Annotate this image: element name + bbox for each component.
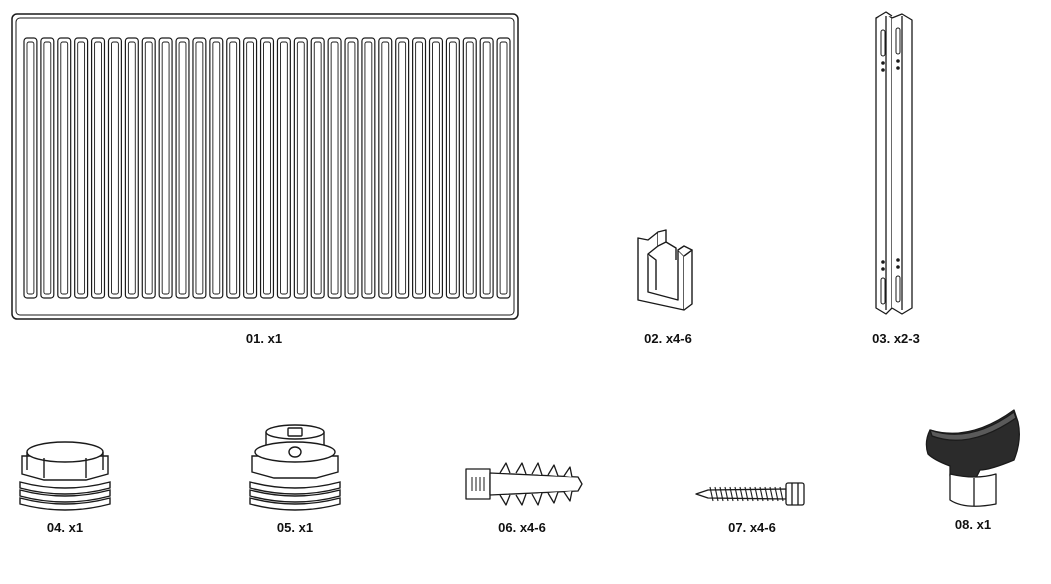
part-label: 02. x4-6 — [644, 331, 692, 346]
radiator-channel — [445, 37, 460, 299]
radiator-channel-inner — [398, 41, 407, 295]
part-03: 03. x2-3 — [840, 8, 960, 353]
part-05: 05. x1 — [240, 420, 350, 540]
radiator-channel — [428, 37, 444, 299]
wall-plug-icon — [465, 462, 583, 506]
radiator-channel-inner — [127, 41, 136, 295]
radiator-channel — [259, 37, 275, 299]
radiator-channel-inner — [381, 41, 390, 295]
radiator-channel-inner — [296, 41, 305, 295]
part-07: 07. x4-6 — [690, 472, 820, 542]
screw-thread — [779, 486, 784, 502]
radiator-channel-inner — [178, 41, 187, 295]
radiator-channel — [479, 37, 494, 299]
part-label: 04. x1 — [46, 520, 84, 535]
radiator-channel — [23, 37, 38, 299]
screw-thread — [709, 486, 714, 502]
radiator-channel — [192, 37, 207, 299]
radiator-channel-inner — [229, 41, 238, 295]
air-vent-plug-icon — [249, 424, 341, 511]
radiator-channel — [378, 37, 393, 299]
part-02: 02. x4-6 — [600, 220, 740, 350]
spacer-clip-icon — [637, 229, 693, 311]
radiator-channel — [124, 37, 139, 299]
radiator-channel-inner — [111, 41, 119, 295]
radiator-channel-inner — [347, 41, 356, 295]
screw-thread — [774, 486, 779, 502]
radiator-channel-inner — [465, 41, 474, 295]
radiator-channel — [310, 37, 325, 299]
radiator-channel-inner — [415, 41, 423, 295]
radiator-channel — [40, 37, 55, 299]
part-label: 06. x4-6 — [498, 520, 546, 535]
radiator-channel — [462, 37, 477, 299]
radiator-channel — [412, 37, 427, 299]
radiator-channel — [141, 37, 156, 299]
screw-thread — [744, 486, 749, 502]
radiator-channel — [107, 37, 122, 299]
screw-thread — [749, 486, 754, 502]
screw-thread — [714, 486, 719, 502]
radiator-channel — [209, 37, 224, 299]
radiator-channel-inner — [330, 41, 339, 295]
part-label: 07. x4-6 — [728, 520, 776, 535]
radiator-channel-inner — [195, 41, 204, 295]
radiator-channel-inner — [364, 41, 373, 295]
radiator-channel-inner — [60, 41, 69, 295]
radiator-channel-inner — [499, 41, 508, 295]
screw-thread — [759, 486, 764, 502]
radiator-channel-inner — [313, 41, 322, 295]
part-06: 06. x4-6 — [460, 455, 590, 545]
radiator-channel — [496, 37, 511, 299]
radiator-channel-inner — [94, 41, 102, 295]
radiator-channel-inner — [246, 41, 255, 295]
screw-thread — [734, 486, 739, 502]
radiator-channel — [293, 37, 308, 299]
screw-icon — [695, 482, 805, 506]
radiator-channel — [175, 37, 190, 299]
part-label: 01. x1 — [245, 331, 283, 346]
part-label: 03. x2-3 — [872, 331, 920, 346]
screw-thread — [724, 486, 729, 502]
radiator-channel-inner — [26, 41, 35, 295]
screw-thread — [754, 486, 759, 502]
radiator-channel-inner — [212, 41, 221, 295]
radiator-channel — [276, 37, 291, 299]
radiator-channel — [395, 37, 410, 299]
bleed-key-icon — [925, 409, 1020, 507]
radiator-channel-inner — [263, 41, 271, 295]
screw-thread — [729, 486, 734, 502]
screw-thread — [769, 486, 774, 502]
radiator-channel — [243, 37, 258, 299]
mounting-bracket-icon — [875, 11, 913, 315]
screw-thread — [739, 486, 744, 502]
part-01: 01. x1 — [0, 0, 530, 350]
radiator-channel — [344, 37, 359, 299]
radiator-channel — [74, 37, 89, 299]
radiator-channel-inner — [144, 41, 153, 295]
radiator-channel-inner — [448, 41, 457, 295]
blanking-plug-icon — [19, 441, 111, 511]
radiator-channel-inner — [77, 41, 86, 295]
radiator-channel-inner — [43, 41, 52, 295]
radiator-panel-icon — [11, 13, 519, 320]
radiator-channel — [327, 37, 342, 299]
radiator-channel — [90, 37, 106, 299]
screw-thread — [764, 486, 769, 502]
part-08: 08. x1 — [910, 400, 1030, 540]
part-label: 05. x1 — [276, 520, 314, 535]
part-04: 04. x1 — [10, 430, 120, 540]
radiator-channel-inner — [279, 41, 288, 295]
screw-thread — [719, 486, 724, 502]
radiator-channel — [361, 37, 376, 299]
radiator-channel — [57, 37, 72, 299]
radiator-channel-inner — [482, 41, 491, 295]
part-label: 08. x1 — [954, 517, 992, 532]
radiator-channel — [226, 37, 241, 299]
radiator-channel-inner — [432, 41, 440, 295]
radiator-channel — [158, 37, 173, 299]
radiator-channel-inner — [161, 41, 170, 295]
